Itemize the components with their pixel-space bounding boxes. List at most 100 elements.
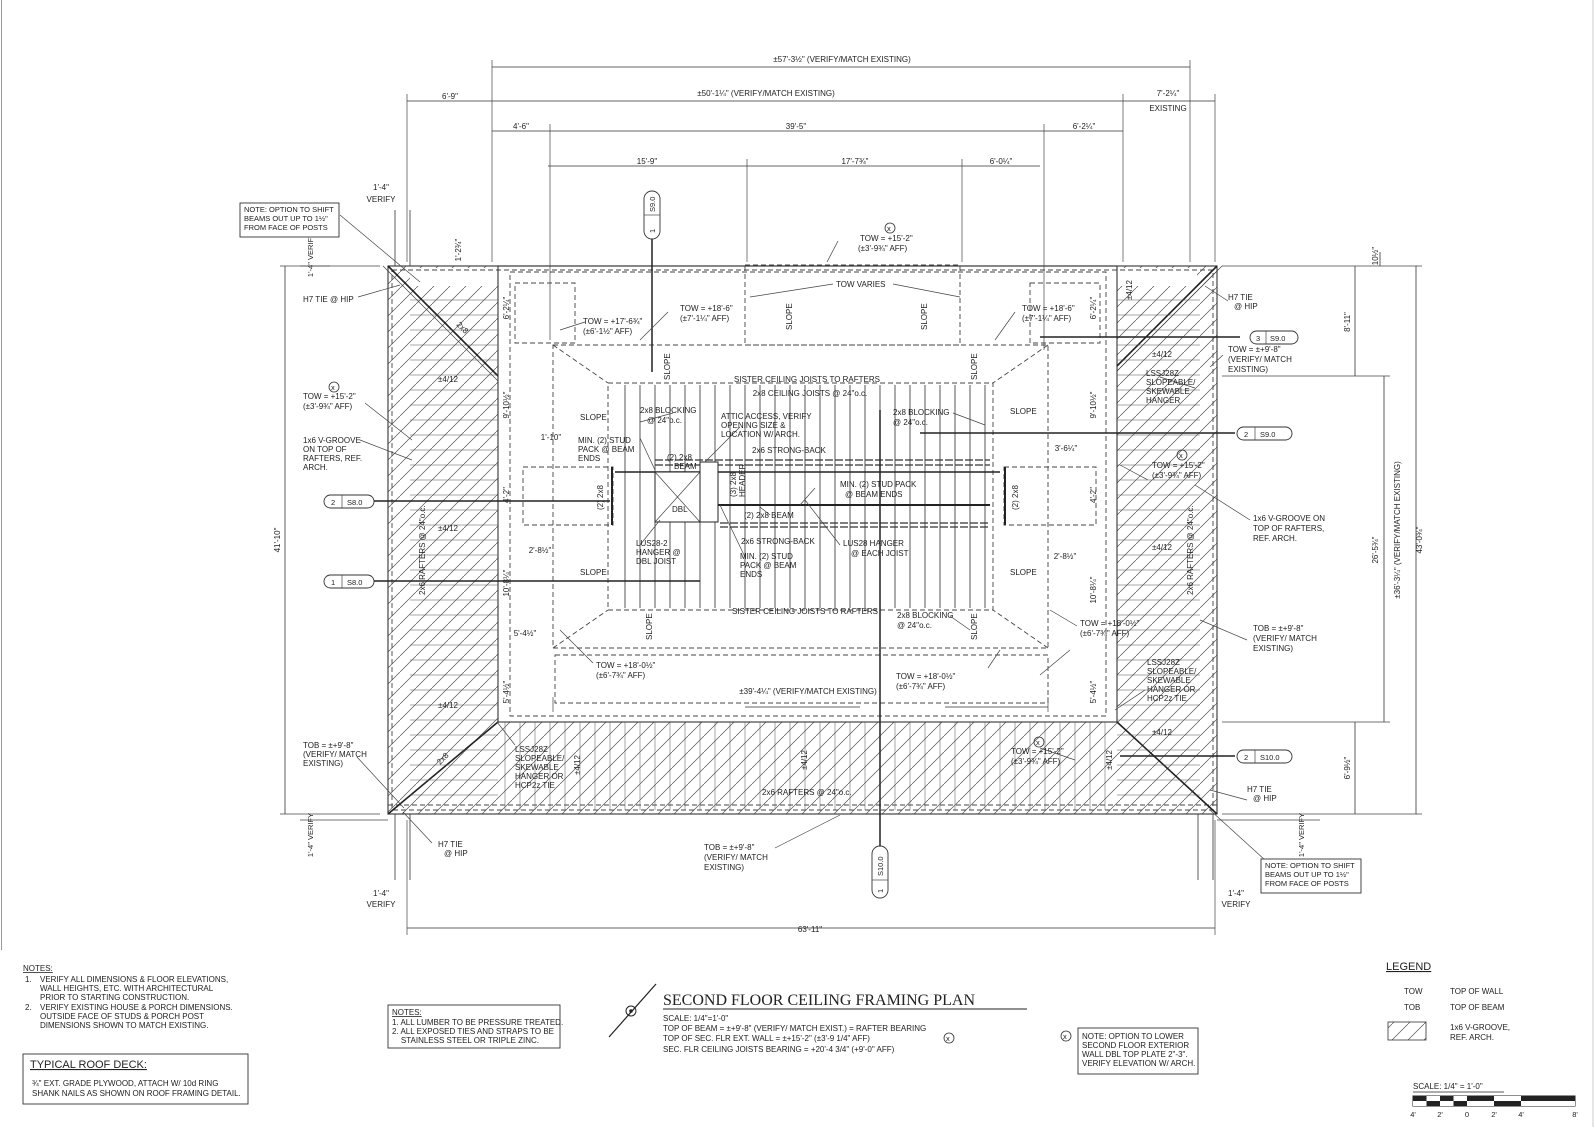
notes2-block: NOTES: 1. ALL LUMBER TO BE PRESSURE TREA… [387,1004,563,1049]
lus28-b: @ EACH JOIST [851,549,909,558]
tow-ri-1: TOW = +18'-0½" [1080,619,1140,628]
tob-bottom-3: EXISTING) [704,863,744,872]
lssj-rb-2: SLOPEABLE/ [1147,667,1197,676]
pitch-6: ±4/12 [1152,728,1173,737]
dim-right-8-11: 8'-11" [1343,312,1352,332]
slope-8: SLOPE [970,353,979,380]
dim-1-2-3-4: 1'-2¾" [454,239,463,262]
note-shift-tl-1: NOTE: OPTION TO SHIFT [244,205,334,214]
dim-5-4-left-vert: 5'-4½" [502,681,511,704]
title-line-wall: TOP OF SEC. FLR EXT. WALL = ±+15'-2" (±3… [663,1034,870,1043]
scale-cell [1494,1101,1521,1106]
h7-tr-2: @ HIP [1234,302,1258,311]
min-stud-1-c: ENDS [578,454,600,463]
notes2-line-1: 1. ALL LUMBER TO BE PRESSURE TREATED. [392,1018,563,1027]
dim-row3-a: 4'-6" [513,122,529,131]
note-lower-4: VERIFY ELEVATION W/ ARCH. [1082,1059,1195,1068]
tag-s8-1-ref: S8.0 [347,578,362,587]
lssj-left-4: HANGER OR [515,772,564,781]
svg-text:x: x [1063,1032,1067,1041]
lssj-rt-3: SKEWABLE [1146,387,1190,396]
tow-rt-1: TOW = ±+9'-8" [1228,345,1281,354]
header-2: HEADER [738,463,747,497]
header-1: (3) 2x8 [729,472,738,497]
tow-rm-2: (±3'-9¾" AFF) [1152,471,1202,480]
tob-left-2: (VERIFY/ MATCH [303,750,367,759]
legend-title: LEGEND [1386,961,1431,973]
slope-4: SLOPE [1010,568,1037,577]
tag-s8-2-num: 2 [331,498,335,507]
dim-right-total: 43'-0¾" [1415,526,1424,553]
scale-cell [1521,1096,1575,1101]
note-1-line-1: VERIFY ALL DIMENSIONS & FLOOR ELEVATIONS… [40,975,228,984]
dimension-lines [280,60,1422,935]
dim-overall-top: ±57'-3½" (VERIFY/MATCH EXISTING) [773,55,911,64]
dim-verify-tl-label: VERIFY [367,195,397,204]
min-stud-3-b: PACK @ BEAM [740,561,797,570]
slope-9: SLOPE [645,613,654,640]
dim-existing: EXISTING [1149,104,1186,113]
note-shift-br-3: FROM FACE OF POSTS [1265,879,1349,888]
dim-4-2-right: 4'-2" [1089,487,1098,503]
dim-row3-b: 39'-5" [786,122,807,131]
lssj-rb-4: HANGER OR [1147,685,1196,694]
two-2x8-right: (2) 2x8 [1011,485,1020,510]
pitch-9: ±4/12 [800,749,809,770]
tow-varies: TOW VARIES [836,280,886,289]
groove-left-1: 1x6 V-GROOVE [303,436,361,445]
slope-5: SLOPE [785,303,794,330]
two-2x8-beam-1: (2) 2x8 [667,453,692,462]
groove-left-2: ON TOP OF [303,445,347,454]
tow-bi-1: TOW = +18'-0½" [896,672,956,681]
dim-top-right: 7'-2¼" [1157,89,1180,98]
tow-top-2: (±3'-9¾" AFF) [858,244,908,253]
note-shift-tl-2: BEAMS OUT UP TO 1½" [244,214,328,223]
dim-2-8-left: 2'-8½" [529,546,552,555]
tag-s9-2-num: 2 [1244,430,1248,439]
dim-3-6: 3'-6¼" [1055,444,1078,453]
dim-top-left: 6'-9" [442,92,458,101]
slope-10: SLOPE [970,613,979,640]
slope-1: SLOPE [580,413,607,422]
scale-cell [1426,1096,1440,1101]
ceiling-joists [624,385,986,608]
note-1-line-3: PRIOR TO STARTING CONSTRUCTION. [40,993,189,1002]
strongback-bottom: 2x6 STRONG-BACK [741,537,815,546]
tow-rt-3: EXISTING) [1228,365,1268,374]
legend-hatch-1: 1x6 V-GROOVE, [1450,1023,1510,1032]
dim-right-6-9: 6'-9½" [1343,757,1352,780]
annotations: NOTE: OPTION TO SHIFT BEAMS OUT UP TO 1½… [239,202,1362,894]
blocking-r-2: @ 24"o.c. [893,418,928,427]
scale-cell [1467,1096,1494,1101]
dim-6-2-right: 6'-2¼" [1089,297,1098,320]
tag-s10-1-num: 1 [876,889,885,893]
dim-right-10-5: 10½" [1371,247,1380,266]
lssj-left-5: HCP2z TIE [515,781,555,790]
dim-right-36: ±36'-3¼" (VERIFY/MATCH EXISTING) [1393,461,1402,599]
scale-tick-3: 2' [1491,1110,1497,1119]
rafters-bottom: 2x6 RAFTERS @ 24"o.c. [762,788,852,797]
pitch-2: ±4/12 [438,524,459,533]
title-block: SECOND FLOOR CEILING FRAMING PLAN SCALE:… [608,983,1027,1054]
tow-rb-1: TOW = +15'-2" [1011,747,1064,756]
legend-tob-key: TOB [1404,1003,1420,1012]
pitch-4: ±4/12 [1152,350,1173,359]
pitch-3: ±4/12 [438,701,459,710]
lus28-a: LUS28 HANGER [843,539,904,548]
dim-row4-c: 6'-0¼" [990,157,1013,166]
svg-text:x: x [887,224,891,233]
lssj-left-1: LSSJ28Z [515,745,548,754]
h7-bl-2: @ HIP [444,849,468,858]
note-2-num: 2. [25,1003,32,1012]
tow-2-b: (±7'-1¼" AFF) [680,314,730,323]
scale-bar: SCALE: 1/4" = 1'-0" 4' 2' 0 2' 4' 8' [1410,1082,1578,1119]
groove-right-2: TOP OF RAFTERS, [1253,524,1324,533]
h7-tie-top-left: H7 TIE @ HIP [303,295,354,304]
two-2x8-left: (2) 2x8 [596,485,605,510]
tag-s10-2-ref: S10.0 [1260,753,1280,762]
note-1-num: 1. [25,975,32,984]
notes2-heading: NOTES: [392,1008,422,1017]
scale-cell [1521,1101,1575,1106]
tag-s10-1-ref: S10.0 [876,856,885,876]
